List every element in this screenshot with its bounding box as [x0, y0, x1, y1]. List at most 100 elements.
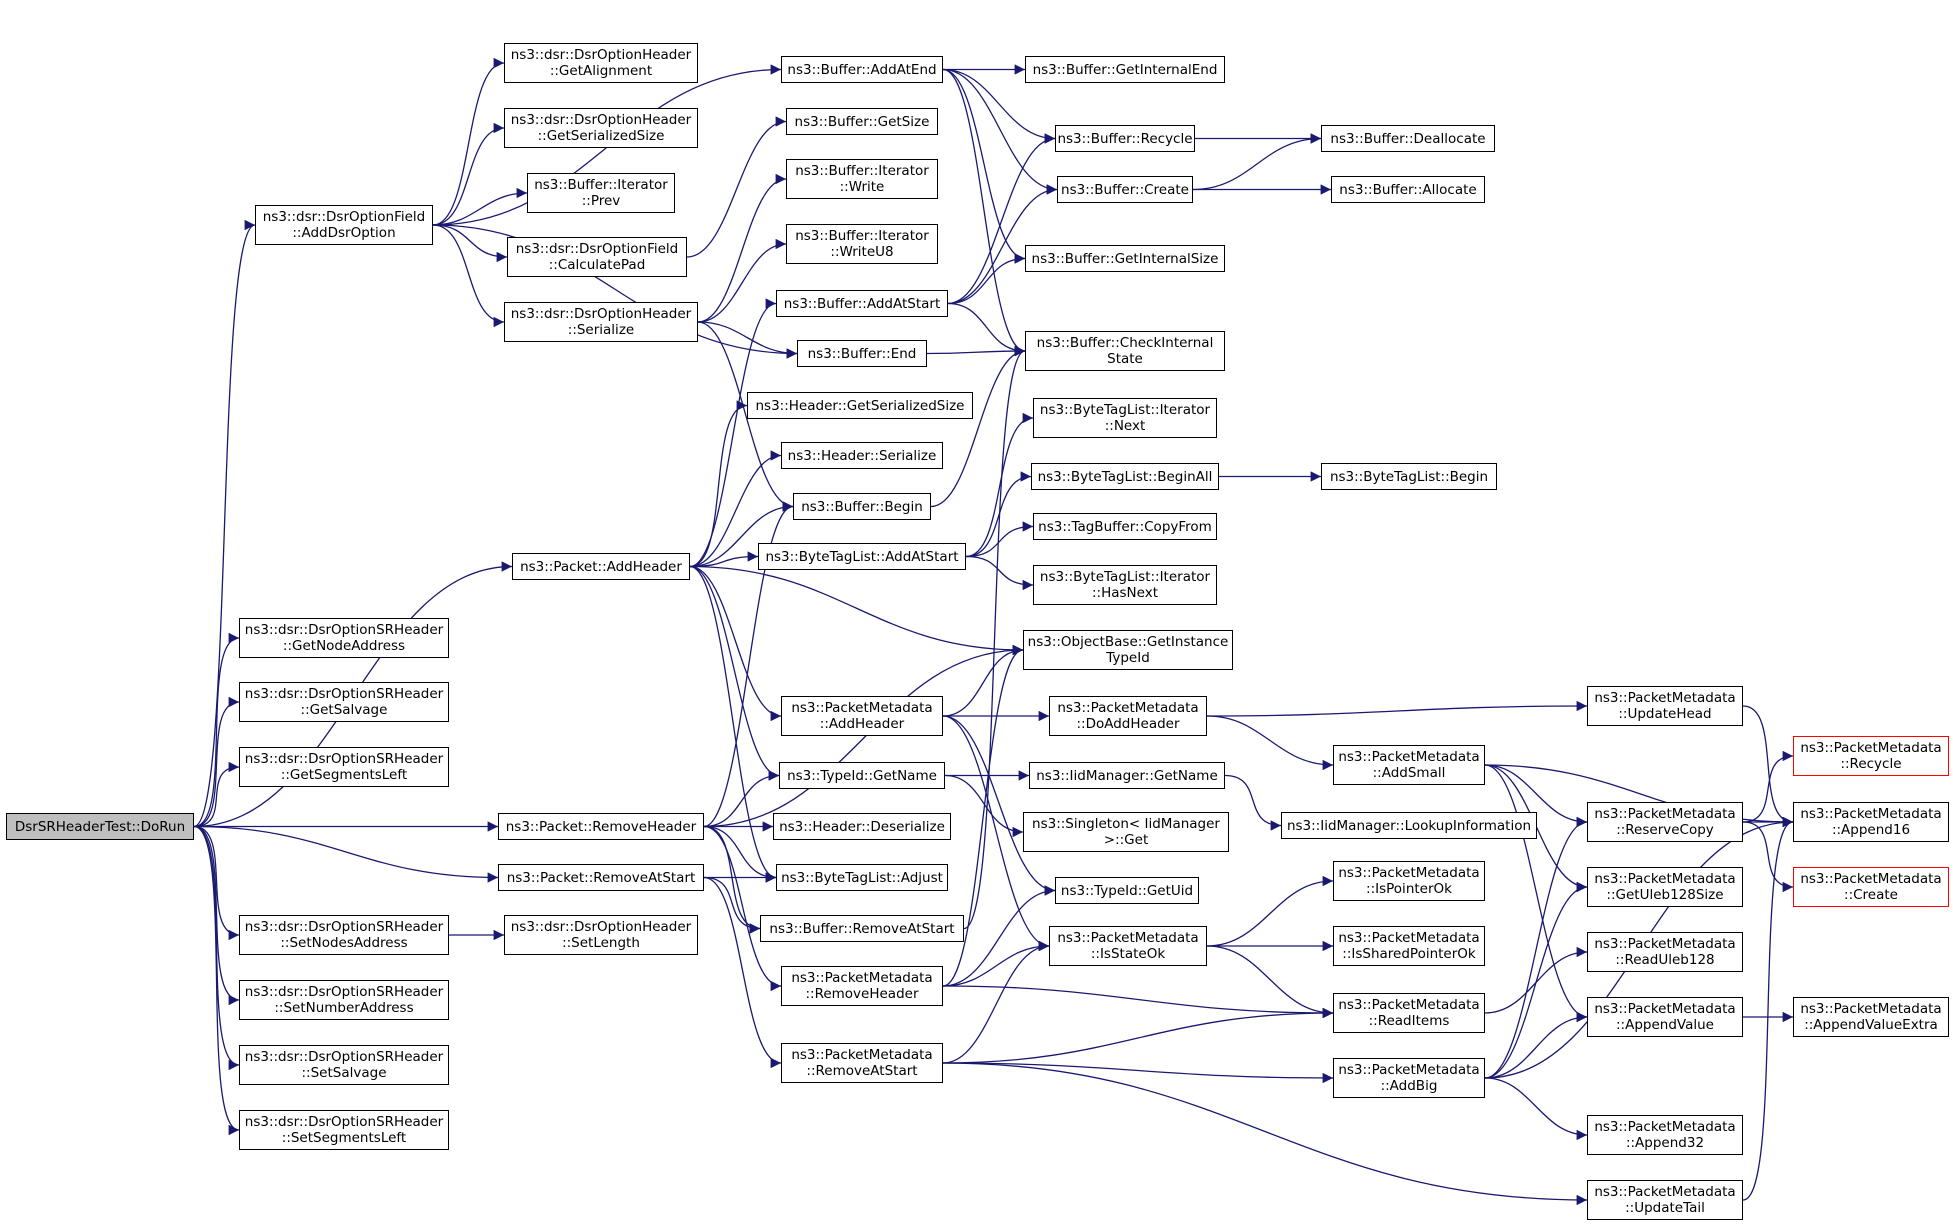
node-setsegmentsleft[interactable]: ns3::dsr::DsrOptionSRHeader::SetSegments…	[239, 1110, 449, 1150]
node-getalignment[interactable]: ns3::dsr::DsrOptionHeader::GetAlignment	[504, 43, 698, 83]
edge-adddsroption-to-calculatepad	[432, 224, 508, 263]
node-iter-writeu8[interactable]: ns3::Buffer::Iterator::WriteU8	[786, 224, 938, 264]
edge-buf-create-to-buf-deallocate	[1192, 133, 1322, 191]
node-label-line: ::AddBig	[1380, 1078, 1438, 1094]
node-iid-getname[interactable]: ns3::IidManager::GetName	[1029, 762, 1225, 789]
node-iid-lookupinformation[interactable]: ns3::IidManager::LookupInformation	[1281, 812, 1537, 839]
edge-iid-getname-to-iid-lookupinformation	[1224, 774, 1282, 831]
node-pm-readitems[interactable]: ns3::PacketMetadata::ReadItems	[1333, 993, 1485, 1033]
node-calculatepad[interactable]: ns3::dsr::DsrOptionField::CalculatePad	[507, 237, 687, 277]
node-typeid-getname[interactable]: ns3::TypeId::GetName	[779, 762, 945, 789]
node-btl-iter-hasnext[interactable]: ns3::ByteTagList::Iterator::HasNext	[1033, 565, 1217, 605]
node-buf-addatend[interactable]: ns3::Buffer::AddAtEnd	[781, 56, 943, 83]
node-hdr-getserializedsize[interactable]: ns3::Header::GetSerializedSize	[747, 392, 973, 419]
node-pkt-addheader[interactable]: ns3::Packet::AddHeader	[512, 553, 690, 580]
node-setlength[interactable]: ns3::dsr::DsrOptionHeader::SetLength	[504, 915, 698, 955]
node-label-line: ::GetAlignment	[549, 63, 653, 79]
node-pm-getuleb128size[interactable]: ns3::PacketMetadata::GetUleb128Size	[1587, 867, 1743, 907]
node-pm-removeheader[interactable]: ns3::PacketMetadata::RemoveHeader	[781, 966, 943, 1006]
node-pm-ispointerok[interactable]: ns3::PacketMetadata::IsPointerOk	[1333, 861, 1485, 901]
node-pm-append16[interactable]: ns3::PacketMetadata::Append16	[1793, 802, 1949, 842]
node-label-line: ns3::Buffer::Create	[1061, 181, 1189, 198]
node-dorun[interactable]: DsrSRHeaderTest::DoRun	[6, 813, 194, 840]
node-buf-create[interactable]: ns3::Buffer::Create	[1057, 176, 1193, 203]
node-setsalvage[interactable]: ns3::dsr::DsrOptionSRHeader::SetSalvage	[239, 1045, 449, 1085]
node-setnodesaddress[interactable]: ns3::dsr::DsrOptionSRHeader::SetNodesAdd…	[239, 915, 449, 955]
node-iter-write[interactable]: ns3::Buffer::Iterator::Write	[786, 159, 938, 199]
node-label-line: ns3::PacketMetadata	[791, 970, 933, 986]
edge-dorun-to-getsalvage	[193, 696, 240, 828]
node-label-line: ns3::TypeId::GetName	[787, 767, 937, 784]
node-btl-begin[interactable]: ns3::ByteTagList::Begin	[1321, 463, 1497, 490]
node-pm-reservecopy[interactable]: ns3::PacketMetadata::ReserveCopy	[1587, 802, 1743, 842]
node-pm-issharedpointerok[interactable]: ns3::PacketMetadata::IsSharedPointerOk	[1333, 926, 1485, 966]
node-buf-addatstart[interactable]: ns3::Buffer::AddAtStart	[776, 290, 948, 317]
edge-buf-addatstart-to-buf-getinternalsize	[947, 253, 1026, 305]
node-getserializedsize-opt[interactable]: ns3::dsr::DsrOptionHeader::GetSerialized…	[504, 108, 698, 148]
node-opt-serialize[interactable]: ns3::dsr::DsrOptionHeader::Serialize	[504, 302, 698, 342]
node-buf-deallocate[interactable]: ns3::Buffer::Deallocate	[1321, 125, 1495, 152]
node-pm-appendvalue[interactable]: ns3::PacketMetadata::AppendValue	[1587, 997, 1743, 1037]
node-pm-readuleb128[interactable]: ns3::PacketMetadata::ReadUleb128	[1587, 932, 1743, 972]
node-buf-getinternalend[interactable]: ns3::Buffer::GetInternalEnd	[1025, 56, 1225, 83]
node-buf-getsize[interactable]: ns3::Buffer::GetSize	[786, 108, 938, 135]
node-pm-doaddheader[interactable]: ns3::PacketMetadata::DoAddHeader	[1049, 696, 1207, 736]
node-label-line: ns3::PacketMetadata	[1338, 997, 1480, 1013]
node-getnodeaddress[interactable]: ns3::dsr::DsrOptionSRHeader::GetNodeAddr…	[239, 618, 449, 658]
edge-pm-addheader-to-ob-getinstancetypeid	[942, 644, 1024, 717]
node-pm-addheader[interactable]: ns3::PacketMetadata::AddHeader	[781, 696, 943, 736]
node-btl-addatstart[interactable]: ns3::ByteTagList::AddAtStart	[758, 543, 966, 570]
node-label-line: ::WriteU8	[830, 244, 894, 260]
node-label-line: ns3::dsr::DsrOptionHeader	[510, 306, 692, 322]
node-adddsroption[interactable]: ns3::dsr::DsrOptionField::AddDsrOption	[255, 205, 433, 245]
edge-opt-serialize-to-buf-end	[697, 321, 798, 359]
node-pm-create[interactable]: ns3::PacketMetadata::Create	[1793, 867, 1949, 907]
node-getsegmentsleft[interactable]: ns3::dsr::DsrOptionSRHeader::GetSegments…	[239, 747, 449, 787]
node-hdr-deserialize[interactable]: ns3::Header::Deserialize	[773, 813, 951, 840]
edge-adddsroption-to-iter-prev	[432, 187, 528, 226]
node-tagbuffer-copyfrom[interactable]: ns3::TagBuffer::CopyFrom	[1033, 513, 1217, 540]
node-singleton-get[interactable]: ns3::Singleton< IidManager >::Get	[1023, 812, 1229, 852]
node-buf-getinternalsize[interactable]: ns3::Buffer::GetInternalSize	[1025, 245, 1225, 272]
node-pm-recycle[interactable]: ns3::PacketMetadata::Recycle	[1793, 736, 1949, 776]
node-btl-adjust[interactable]: ns3::ByteTagList::Adjust	[776, 864, 948, 891]
edge-dorun-to-adddsroption	[193, 219, 256, 828]
node-label-line: ns3::PacketMetadata	[1338, 1062, 1480, 1078]
edge-dorun-to-pkt-removeatstart	[193, 825, 499, 883]
node-btl-beginall[interactable]: ns3::ByteTagList::BeginAll	[1031, 463, 1219, 490]
node-label-line: ns3::dsr::DsrOptionHeader	[510, 919, 692, 935]
node-pkt-removeheader[interactable]: ns3::Packet::RemoveHeader	[498, 813, 704, 840]
node-pm-isstateok[interactable]: ns3::PacketMetadata::IsStateOk	[1049, 926, 1207, 966]
node-pm-append32[interactable]: ns3::PacketMetadata::Append32	[1587, 1115, 1743, 1155]
edge-pkt-removeatstart-to-pm-removeatstart	[703, 876, 782, 1069]
node-pm-removeatstart[interactable]: ns3::PacketMetadata::RemoveAtStart	[781, 1043, 943, 1083]
node-btl-iter-next[interactable]: ns3::ByteTagList::Iterator::Next	[1033, 398, 1217, 438]
node-iter-prev[interactable]: ns3::Buffer::Iterator::Prev	[527, 173, 675, 213]
node-pm-appendvalueextra[interactable]: ns3::PacketMetadata::AppendValueExtra	[1793, 997, 1949, 1037]
node-typeid-getuid[interactable]: ns3::TypeId::GetUid	[1055, 877, 1199, 904]
node-pm-updatehead[interactable]: ns3::PacketMetadata::UpdateHead	[1587, 686, 1743, 726]
node-label-line: ns3::dsr::DsrOptionSRHeader	[244, 1049, 444, 1065]
node-pm-updatetail[interactable]: ns3::PacketMetadata::UpdateTail	[1587, 1180, 1743, 1220]
edge-buf-addatend-to-buf-create	[942, 68, 1058, 195]
node-label-line: ::Append16	[1831, 822, 1911, 838]
node-buf-removeatstart[interactable]: ns3::Buffer::RemoveAtStart	[760, 915, 964, 942]
node-buf-recycle[interactable]: ns3::Buffer::Recycle	[1055, 125, 1195, 152]
node-label-line: ::Serialize	[567, 322, 635, 338]
edge-pkt-removeheader-to-ob-getinstancetypeid	[703, 644, 1024, 828]
node-pm-addsmall[interactable]: ns3::PacketMetadata::AddSmall	[1333, 745, 1485, 785]
node-buf-begin[interactable]: ns3::Buffer::Begin	[793, 493, 931, 520]
node-getsalvage[interactable]: ns3::dsr::DsrOptionSRHeader::GetSalvage	[239, 682, 449, 722]
node-label-line: ns3::Packet::AddHeader	[520, 558, 682, 575]
node-buf-allocate[interactable]: ns3::Buffer::Allocate	[1331, 176, 1485, 203]
node-label-line: ::SetNumberAddress	[274, 1000, 414, 1016]
node-setnumberaddress[interactable]: ns3::dsr::DsrOptionSRHeader::SetNumberAd…	[239, 980, 449, 1020]
node-pm-addbig[interactable]: ns3::PacketMetadata::AddBig	[1333, 1058, 1485, 1098]
node-buf-end[interactable]: ns3::Buffer::End	[797, 340, 927, 367]
node-hdr-serialize[interactable]: ns3::Header::Serialize	[781, 442, 943, 469]
edge-pm-updatetail-to-pm-append16	[1742, 816, 1794, 1201]
node-pkt-removeatstart[interactable]: ns3::Packet::RemoveAtStart	[498, 864, 704, 891]
